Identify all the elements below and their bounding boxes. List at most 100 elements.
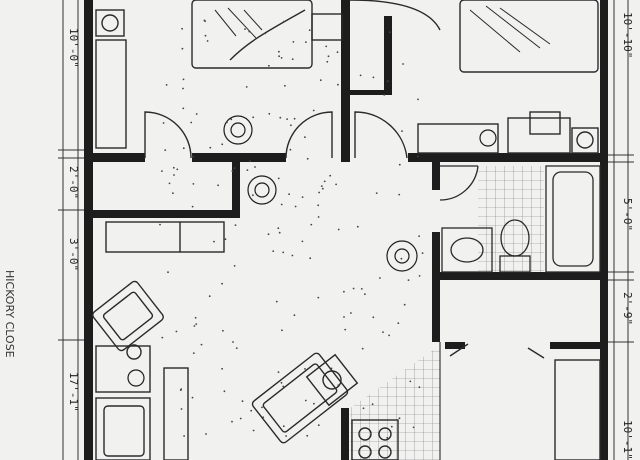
stipple-dot: [372, 76, 375, 79]
stipple-dot: [183, 435, 186, 437]
stipple-dot: [330, 367, 333, 370]
stipple-dot: [285, 435, 287, 437]
stipple-dot: [173, 174, 175, 176]
stipple-dot: [208, 295, 211, 298]
door-swing-center: [285, 111, 333, 159]
stipple-dot: [320, 185, 323, 188]
stipple-dot: [277, 371, 280, 373]
stipple-dot: [344, 328, 347, 331]
stipple-dot: [317, 296, 320, 299]
stipple-dot: [418, 235, 420, 238]
stipple-dot: [230, 118, 233, 121]
stipple-dot: [388, 334, 390, 337]
stipple-dot: [343, 290, 345, 293]
stipple-dot: [318, 191, 320, 194]
kitchen-tile: [350, 345, 440, 460]
stipple-dot: [317, 204, 320, 207]
stipple-dot: [282, 251, 285, 254]
stipple-dot: [275, 300, 278, 303]
end-table-left: [95, 345, 151, 393]
left-bedroom: [95, 0, 343, 159]
dim-left-2: 2'-0": [67, 166, 80, 199]
stipple-dot: [249, 160, 252, 162]
stipple-dot: [326, 60, 329, 63]
stipple-dot: [337, 228, 340, 231]
door-lower-1: [449, 343, 469, 357]
stipple-dot: [209, 146, 212, 149]
stipple-dot: [386, 436, 389, 439]
stipple-dot: [252, 116, 255, 119]
stipple-dot: [222, 329, 224, 332]
stipple-dot: [401, 130, 403, 133]
dim-right-2: 5'-0": [621, 198, 634, 231]
stipple-dot: [388, 31, 391, 34]
stipple-dot: [278, 50, 280, 53]
stipple-dot: [180, 408, 183, 410]
stipple-dot: [286, 118, 288, 120]
dim-left-1: 10'-0": [67, 28, 80, 68]
nightstand: [311, 13, 343, 41]
stipple-dot: [182, 147, 185, 150]
stipple-dot: [213, 240, 215, 243]
stipple-dot: [337, 384, 340, 387]
appliance-left: [95, 9, 125, 37]
stipple-dot: [293, 314, 296, 317]
stipple-dot: [317, 216, 320, 218]
stipple-dot: [398, 163, 401, 166]
stipple-dot: [175, 330, 178, 333]
stipple-dot: [412, 426, 415, 429]
bathroom: [439, 165, 601, 273]
stipple-dot: [421, 252, 424, 255]
stipple-dot: [280, 57, 283, 59]
vanity: [441, 227, 493, 273]
stipple-dot: [204, 34, 207, 37]
stipple-dot: [267, 233, 270, 236]
stipple-dot: [386, 80, 389, 83]
stipple-dot: [248, 30, 251, 33]
stipple-dot: [272, 250, 275, 253]
bath-door-swing: [439, 165, 479, 201]
stipple-dot: [277, 227, 280, 230]
stipple-dot: [291, 254, 294, 257]
stipple-dot: [310, 223, 313, 226]
armchair-left: [92, 280, 164, 352]
stipple-dot: [343, 316, 345, 318]
stipple-dot: [352, 287, 355, 290]
stipple-dot: [224, 238, 227, 241]
living-area: [92, 221, 601, 460]
stipple-dot: [308, 29, 311, 31]
stipple-dot: [321, 187, 324, 190]
stipple-dot: [172, 166, 175, 169]
walls: [84, 0, 608, 460]
stipple-dot: [372, 316, 375, 319]
stipple-dot: [232, 341, 234, 343]
stipple-dot: [268, 112, 271, 115]
stipple-dot: [323, 180, 326, 183]
stipple-dot: [168, 182, 171, 185]
stipple-dot: [233, 265, 236, 267]
stipple-dot: [417, 98, 419, 101]
stipple-dot: [336, 51, 339, 54]
counter: [105, 221, 225, 253]
stipple-dot: [417, 155, 419, 158]
floor-stipple: [159, 19, 424, 439]
stipple-dot: [278, 231, 281, 234]
stipple-dot: [390, 425, 393, 428]
appliance-right: [571, 127, 599, 154]
stipple-dot: [397, 322, 400, 325]
stipple-dot: [204, 20, 207, 23]
stipple-dot: [217, 184, 220, 187]
stipple-dot: [192, 352, 195, 354]
stipple-dot: [319, 79, 322, 82]
stipple-dot: [277, 177, 280, 180]
stipple-dot: [164, 149, 167, 152]
left-dimension-lines: [58, 0, 84, 460]
stipple-dot: [294, 205, 297, 208]
stipple-dot: [195, 323, 198, 325]
stipple-dot: [383, 94, 386, 96]
stipple-dot: [304, 399, 307, 402]
stipple-dot: [305, 41, 307, 43]
stipple-dot: [172, 192, 174, 195]
stipple-dot: [200, 343, 203, 346]
stipple-dot: [205, 433, 207, 435]
